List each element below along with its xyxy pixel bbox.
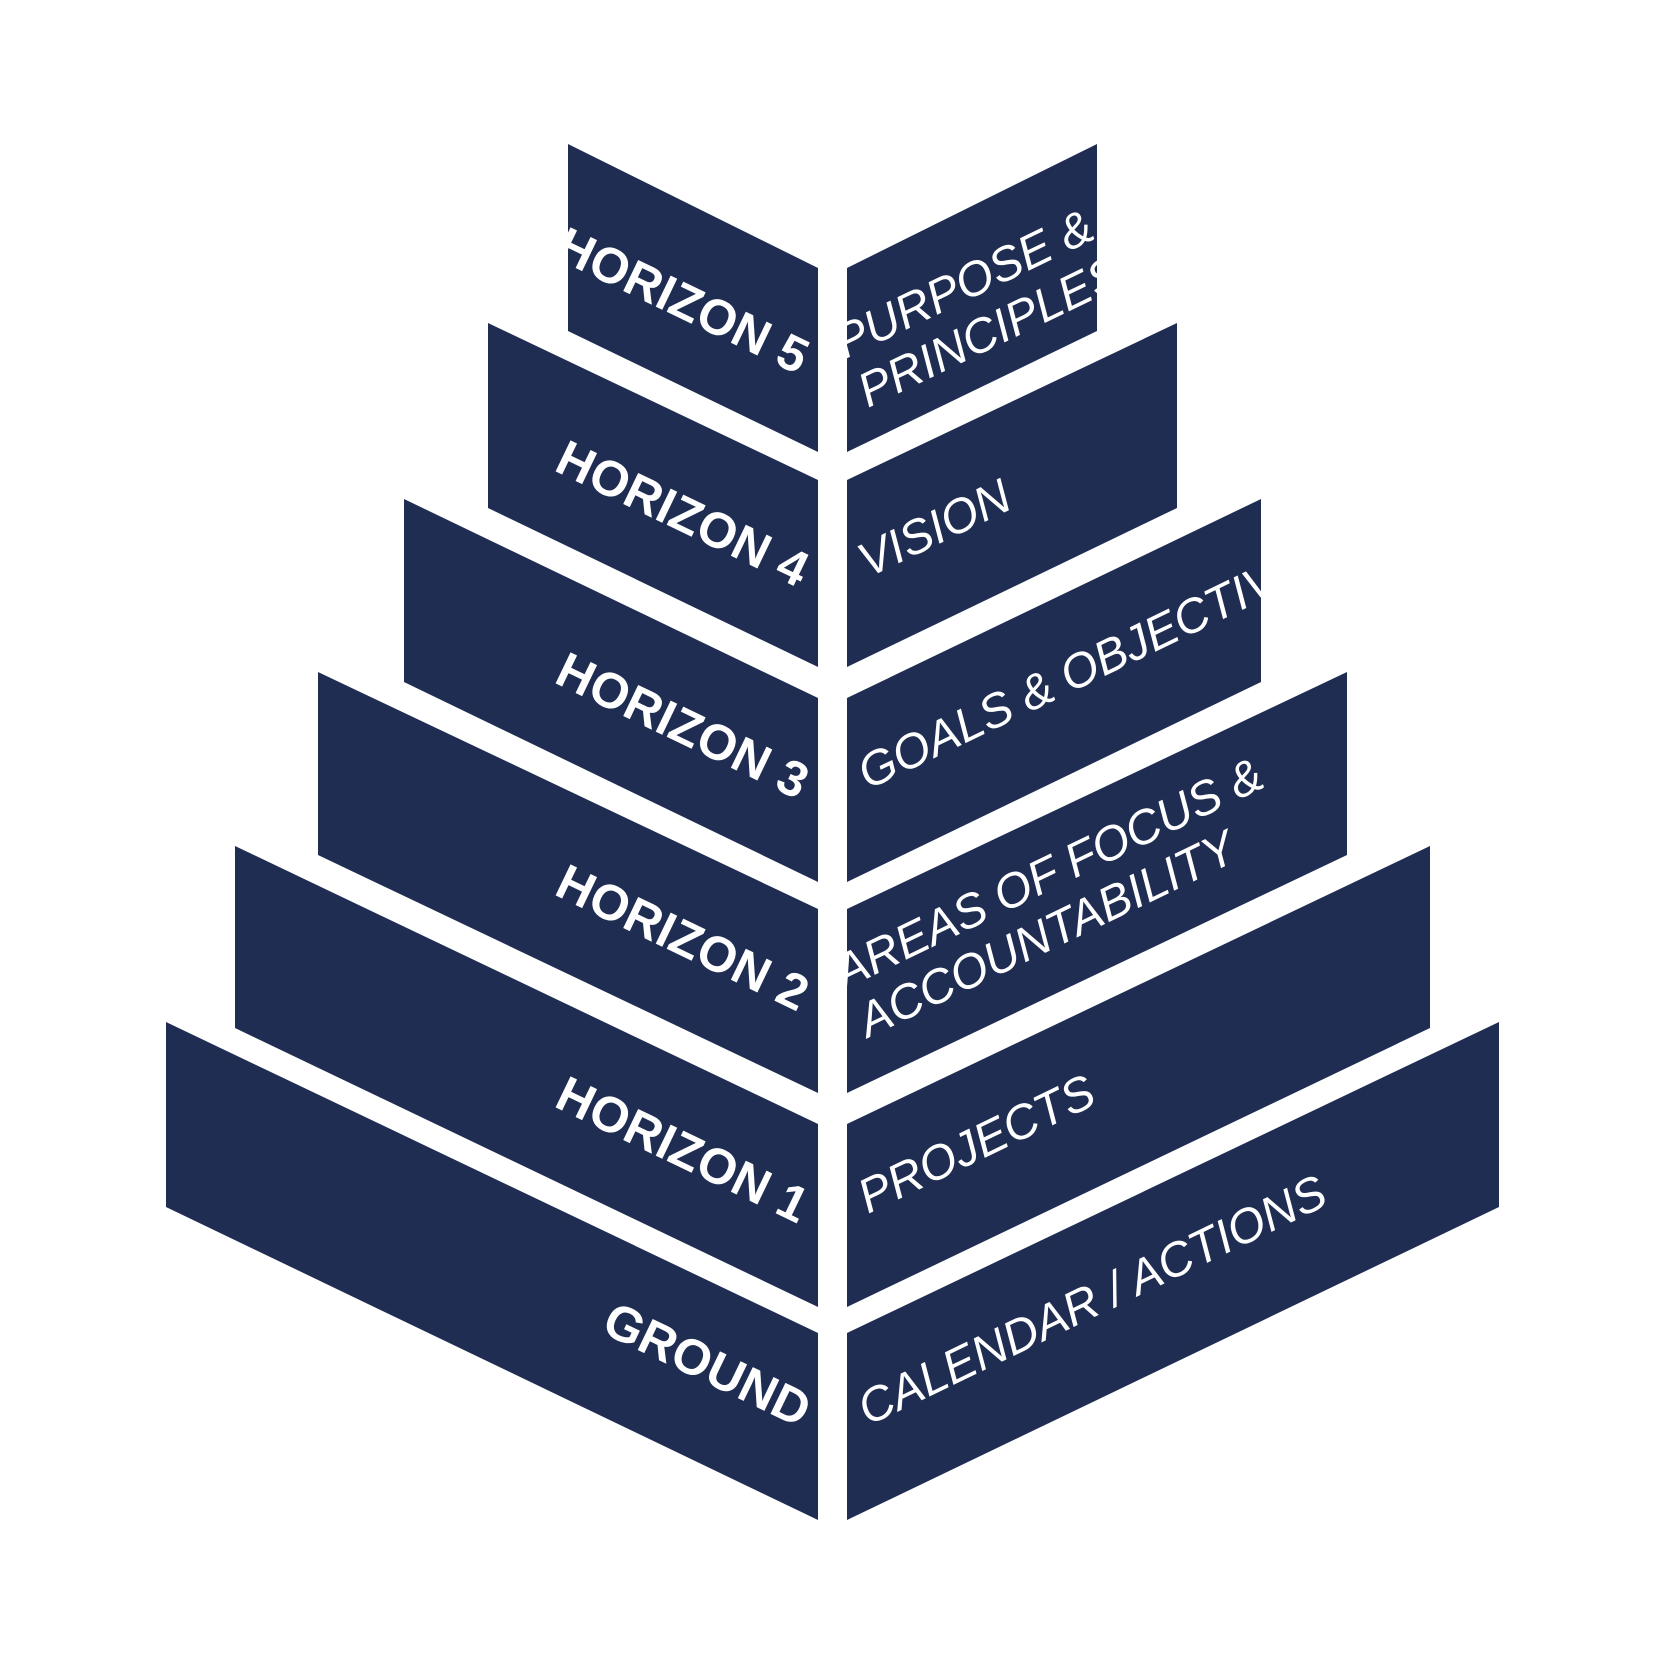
left-panel-horizon-5: [568, 144, 818, 452]
right-panel-horizon-1: [847, 846, 1430, 1307]
right-panel-horizon-2: [847, 672, 1347, 1093]
left-panel-horizon-2: [318, 672, 818, 1093]
right-panel-ground: [847, 1022, 1499, 1520]
panels-layer: [166, 144, 1499, 1520]
right-panel-horizon-3: [847, 499, 1261, 882]
left-panel-ground: [166, 1022, 818, 1520]
right-panel-horizon-5: [847, 144, 1097, 452]
right-panel-horizon-4: [847, 323, 1177, 667]
left-panel-horizon-4: [488, 323, 818, 667]
left-panel-horizon-3: [404, 499, 818, 882]
left-panel-horizon-1: [235, 846, 818, 1307]
